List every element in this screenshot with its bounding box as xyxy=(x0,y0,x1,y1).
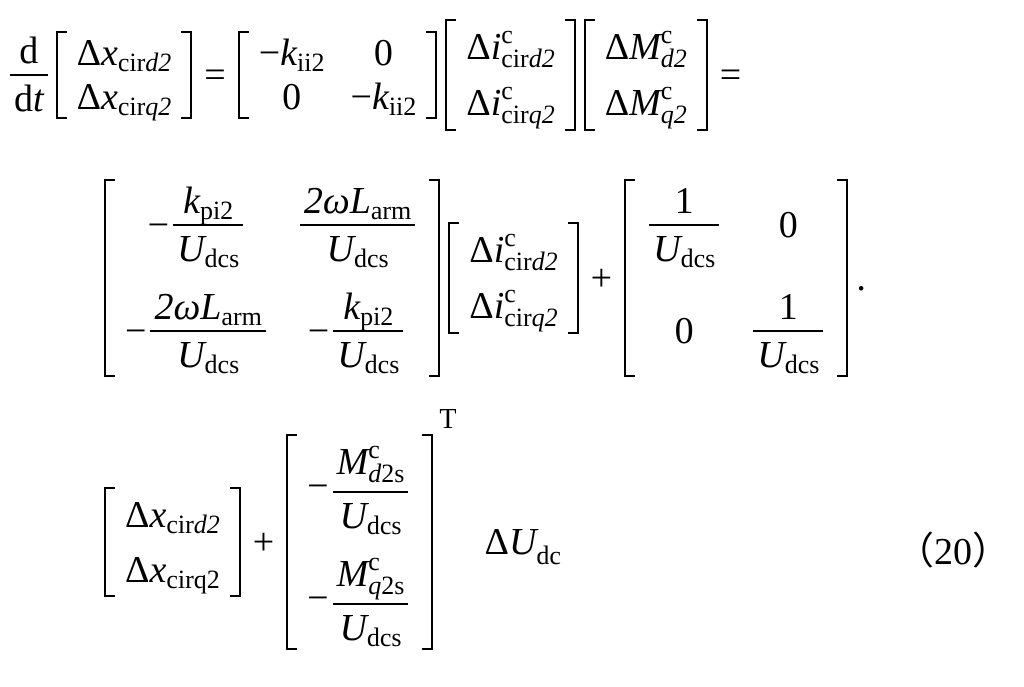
transpose-superscript: T xyxy=(439,404,457,435)
plus-sign: + xyxy=(590,257,613,299)
period: . xyxy=(856,257,866,299)
matrix-cell: 0 xyxy=(373,32,393,74)
delta-U-dc: ΔUdc xyxy=(484,521,561,570)
plus-sign: + xyxy=(252,521,275,563)
equals-sign: = xyxy=(719,54,742,96)
equals-sign: = xyxy=(204,54,226,96)
equation-number: （20） xyxy=(895,531,1010,573)
matrix-cell: 0 xyxy=(674,310,694,352)
derivative-numerator: d xyxy=(19,30,39,72)
matrix-cell: 0 xyxy=(778,204,798,246)
matrix-cell: 0 xyxy=(282,76,302,118)
